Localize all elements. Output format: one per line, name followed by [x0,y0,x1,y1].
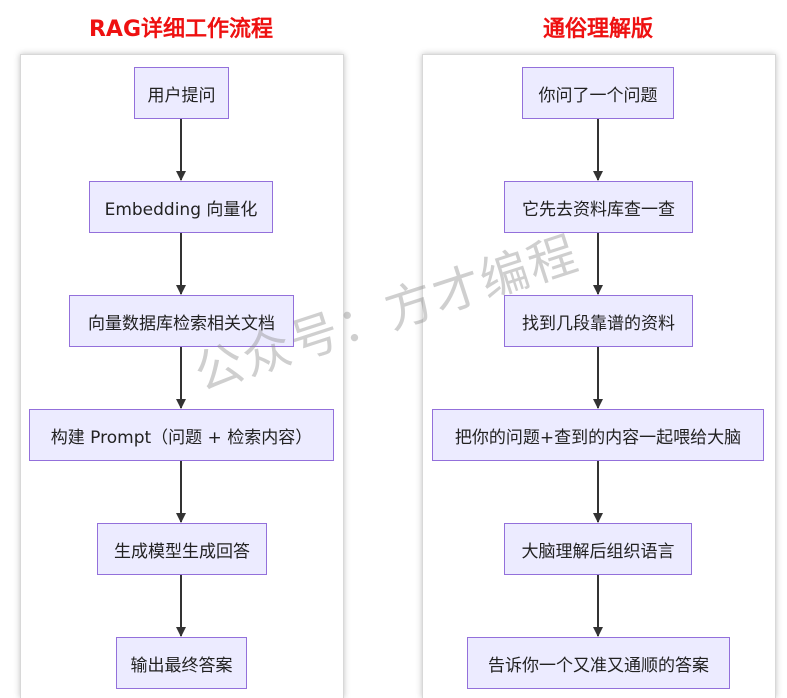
left-title: RAG详细工作流程 [88,17,274,42]
right-node-organize-language: 大脑理解后组织语言 [504,523,692,575]
left-node-user-question: 用户提问 [134,67,229,119]
left-node-generate-answer: 生成模型生成回答 [97,523,267,575]
right-node-ask-question: 你问了一个问题 [522,67,674,119]
right-title: 通俗理解版 [542,17,653,42]
right-node-find-materials: 找到几段靠谱的资料 [504,295,693,347]
right-node-tell-answer: 告诉你一个又准又通顺的答案 [467,637,730,689]
right-node-feed-brain: 把你的问题+查到的内容一起喂给大脑 [432,409,764,461]
left-node-embedding: Embedding 向量化 [89,181,273,233]
right-node-check-library: 它先去资料库查一查 [504,181,693,233]
left-node-build-prompt: 构建 Prompt（问题 + 检索内容） [29,409,334,461]
left-node-vector-retrieval: 向量数据库检索相关文档 [69,295,294,347]
left-node-final-answer: 输出最终答案 [116,637,247,689]
